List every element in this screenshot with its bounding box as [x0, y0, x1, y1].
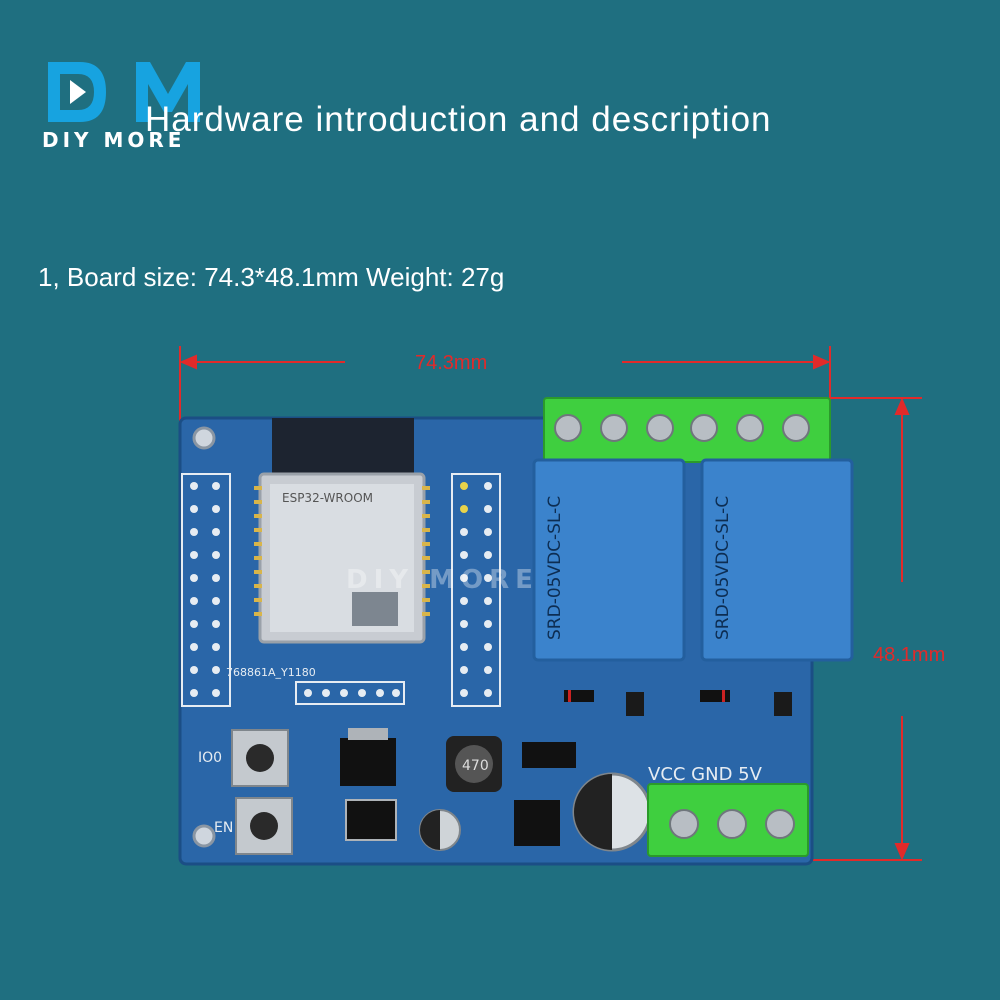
- io0-button: [231, 729, 289, 787]
- voltage-regulator: [340, 738, 396, 786]
- relay-2-label: SRD-05VDC-SL-C: [713, 496, 733, 640]
- width-dimension-label: 74.3mm: [415, 352, 488, 374]
- right-pin-header: [451, 473, 501, 707]
- relay-1-label: SRD-05VDC-SL-C: [545, 496, 565, 640]
- left-pin-header: [181, 473, 231, 707]
- board-spec-line: 1, Board size: 74.3*48.1mm Weight: 27g: [38, 262, 505, 292]
- inductor-label: 470: [462, 758, 489, 774]
- serial-pin-header: [295, 681, 405, 705]
- en-button: [235, 797, 293, 855]
- ic-chip: [514, 800, 560, 846]
- page-title: Hardware introduction and description: [145, 100, 772, 139]
- relay-terminal-block: [543, 397, 831, 463]
- button-en-label: EN: [214, 820, 233, 836]
- height-dimension-line: [810, 397, 922, 861]
- power-labels: VCC GND 5V: [648, 764, 763, 785]
- esp32-antenna: [272, 418, 414, 478]
- button-io0-label: IO0: [198, 750, 222, 766]
- height-dimension-label: 48.1mm: [873, 644, 946, 666]
- silk-part-number: 768861A_Y1180: [226, 666, 316, 679]
- relay-2: [700, 458, 854, 662]
- diymore-logo: [48, 62, 200, 122]
- esp32-label: ESP32-WROOM: [282, 491, 373, 505]
- watermark-text: DIY MORE: [346, 565, 539, 595]
- relay-1: [532, 458, 686, 662]
- logo-text: DIY MORE: [42, 128, 186, 152]
